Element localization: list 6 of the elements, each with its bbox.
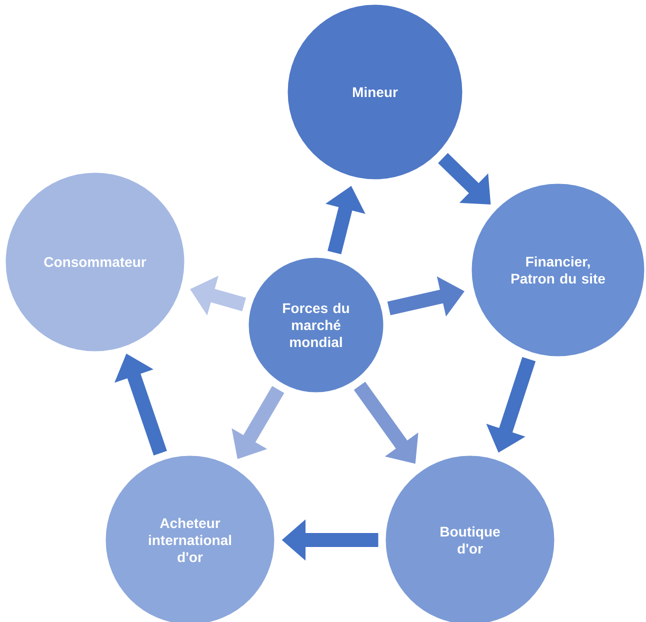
circle-node: Boutique d'or (384, 454, 556, 622)
circle-node: Financier, Patron du site (470, 182, 646, 358)
circle-node: Forces du marché mondial (247, 256, 385, 394)
circle-node: Mineur (286, 3, 464, 181)
circle-node: Consommateur (4, 171, 186, 353)
circle-node: Acheteur international d'or (104, 454, 276, 622)
